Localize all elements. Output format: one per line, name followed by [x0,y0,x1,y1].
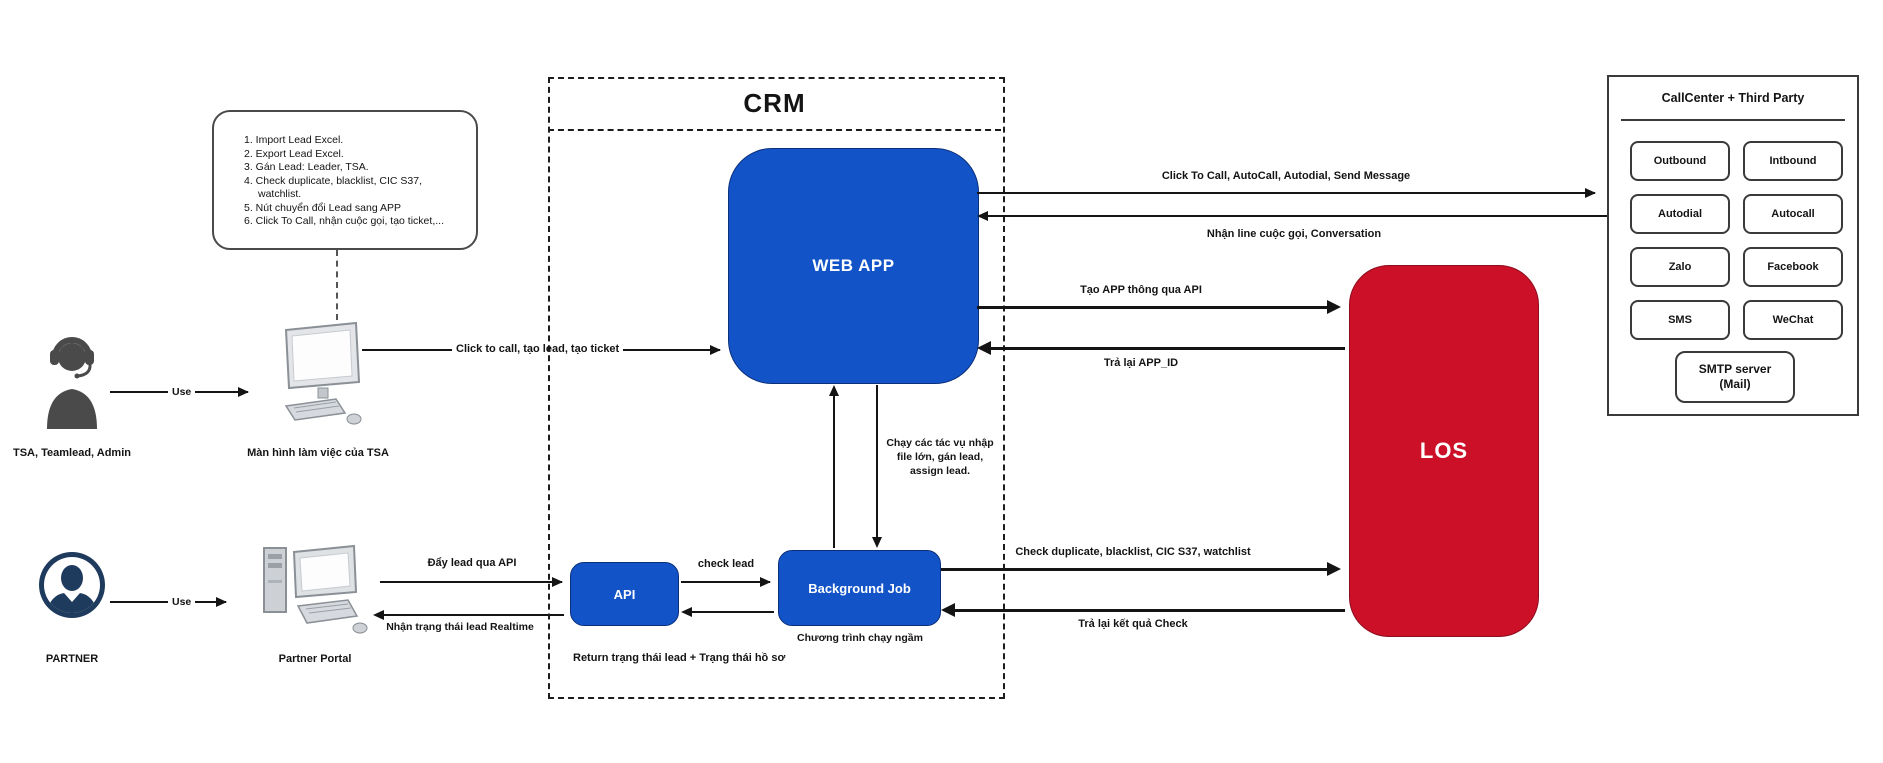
receive-line-label: Nhận line cuộc gọi, Conversation [1206,228,1382,240]
push-lead-label: Đẩy lead qua API [427,557,517,569]
service-box-facebook: Facebook [1743,247,1843,287]
backgroundjob-to-api-arrow [692,611,774,613]
click-to-call-label: Click to call, tạo lead, tạo ticket [452,342,624,356]
tsa-screen-label: Màn hình làm việc của TSA [247,447,389,459]
return-check-arrow [955,609,1345,612]
return-check-label: Trả lại kết quả Check [1078,618,1188,630]
arrowhead-right-icon [1327,300,1341,314]
create-app-arrow [977,306,1331,309]
note-item: 3. Gán Lead: Leader, TSA. [244,161,369,173]
callcenter-title: CallCenter + Third Party [1621,77,1845,121]
crm-title: CRM [548,77,1001,131]
partner-actor-label: PARTNER [45,653,99,665]
arrowhead-down-icon [872,537,882,548]
arrowhead-right-icon [216,597,227,607]
webapp-to-backgroundjob-arrow [876,385,878,538]
service-box-zalo: Zalo [1630,247,1730,287]
note-item: 1. Import Lead Excel. [244,134,344,146]
arrowhead-left-icon [977,211,988,221]
arrowhead-right-icon [552,577,563,587]
background-job-caption: Chương trình chạy ngầm [797,632,923,644]
smtp-server-box: SMTP server (Mail) [1675,351,1795,403]
backgroundjob-to-webapp-arrow [833,395,835,548]
return-status-caption: Return trạng thái lead + Trạng thái hồ s… [573,652,786,664]
click-to-call-out-arrow [977,192,1595,194]
arrowhead-left-icon [977,341,991,355]
check-lead-arrow [681,581,770,583]
web-app-node: WEB APP [728,148,979,384]
partner-avatar-icon [39,552,105,618]
tsa-monitor-icon [284,321,362,425]
note-item: 4. Check duplicate, blacklist, CIC S37, … [244,174,422,201]
crm-boundary [548,77,1005,699]
create-app-label: Tạo APP thông qua API [1080,284,1202,296]
click-to-call-out-label: Click To Call, AutoCall, Autodial, Send … [1161,170,1411,182]
partner-portal-label: Partner Portal [278,653,352,665]
check-duplicate-label: Check duplicate, blacklist, CIC S37, wat… [1015,546,1251,558]
note-item: 5. Nút chuyển đổi Lead sang APP [244,201,402,214]
background-job-node: Background Job [778,550,941,626]
receive-line-arrow [988,215,1607,217]
use-label: Use [168,385,196,399]
headset-agent-icon [47,337,97,429]
service-box-autodial: Autodial [1630,194,1730,234]
los-node: LOS [1349,265,1539,637]
note-connector-dashed-line [336,250,338,320]
push-lead-arrow [380,581,562,583]
run-tasks-label: Chạy các tác vụ nhập file lớn, gán lead,… [886,437,994,477]
arrowhead-left-icon [681,607,692,617]
note-item: 2. Export Lead Excel. [244,147,344,160]
return-appid-arrow [991,347,1345,350]
arrowhead-right-icon [710,345,721,355]
smtp-line1: SMTP server [1698,362,1772,376]
return-appid-label: Trả lại APP_ID [1103,357,1179,369]
receive-status-arrow [384,614,564,616]
service-box-intbound: Intbound [1743,141,1843,181]
receive-status-label: Nhận trạng thái lead Realtime [386,621,534,633]
callcenter-panel: CallCenter + Third Party Outbound Intbou… [1607,75,1859,416]
service-box-wechat: WeChat [1743,300,1843,340]
note-item: 6. Click To Call, nhận cuộc gọi, tạo tic… [244,215,444,227]
service-box-autocall: Autocall [1743,194,1843,234]
arrowhead-right-icon [1585,188,1596,198]
arrowhead-right-icon [238,387,249,397]
check-duplicate-arrow [941,568,1331,571]
arrowhead-left-icon [941,603,955,617]
service-box-sms: SMS [1630,300,1730,340]
arrowhead-left-icon [373,610,384,620]
arrowhead-right-icon [760,577,771,587]
arrowhead-right-icon [1327,562,1341,576]
tsa-actor-label: TSA, Teamlead, Admin [13,447,131,459]
smtp-line2: (Mail) [1719,377,1751,391]
partner-computer-icon [263,544,368,634]
note-box: 1. Import Lead Excel. 2. Export Lead Exc… [212,110,478,250]
arrowhead-up-icon [829,385,839,396]
use-label: Use [168,595,196,609]
service-box-outbound: Outbound [1630,141,1730,181]
api-node: API [570,562,679,626]
check-lead-label: check lead [697,558,755,570]
